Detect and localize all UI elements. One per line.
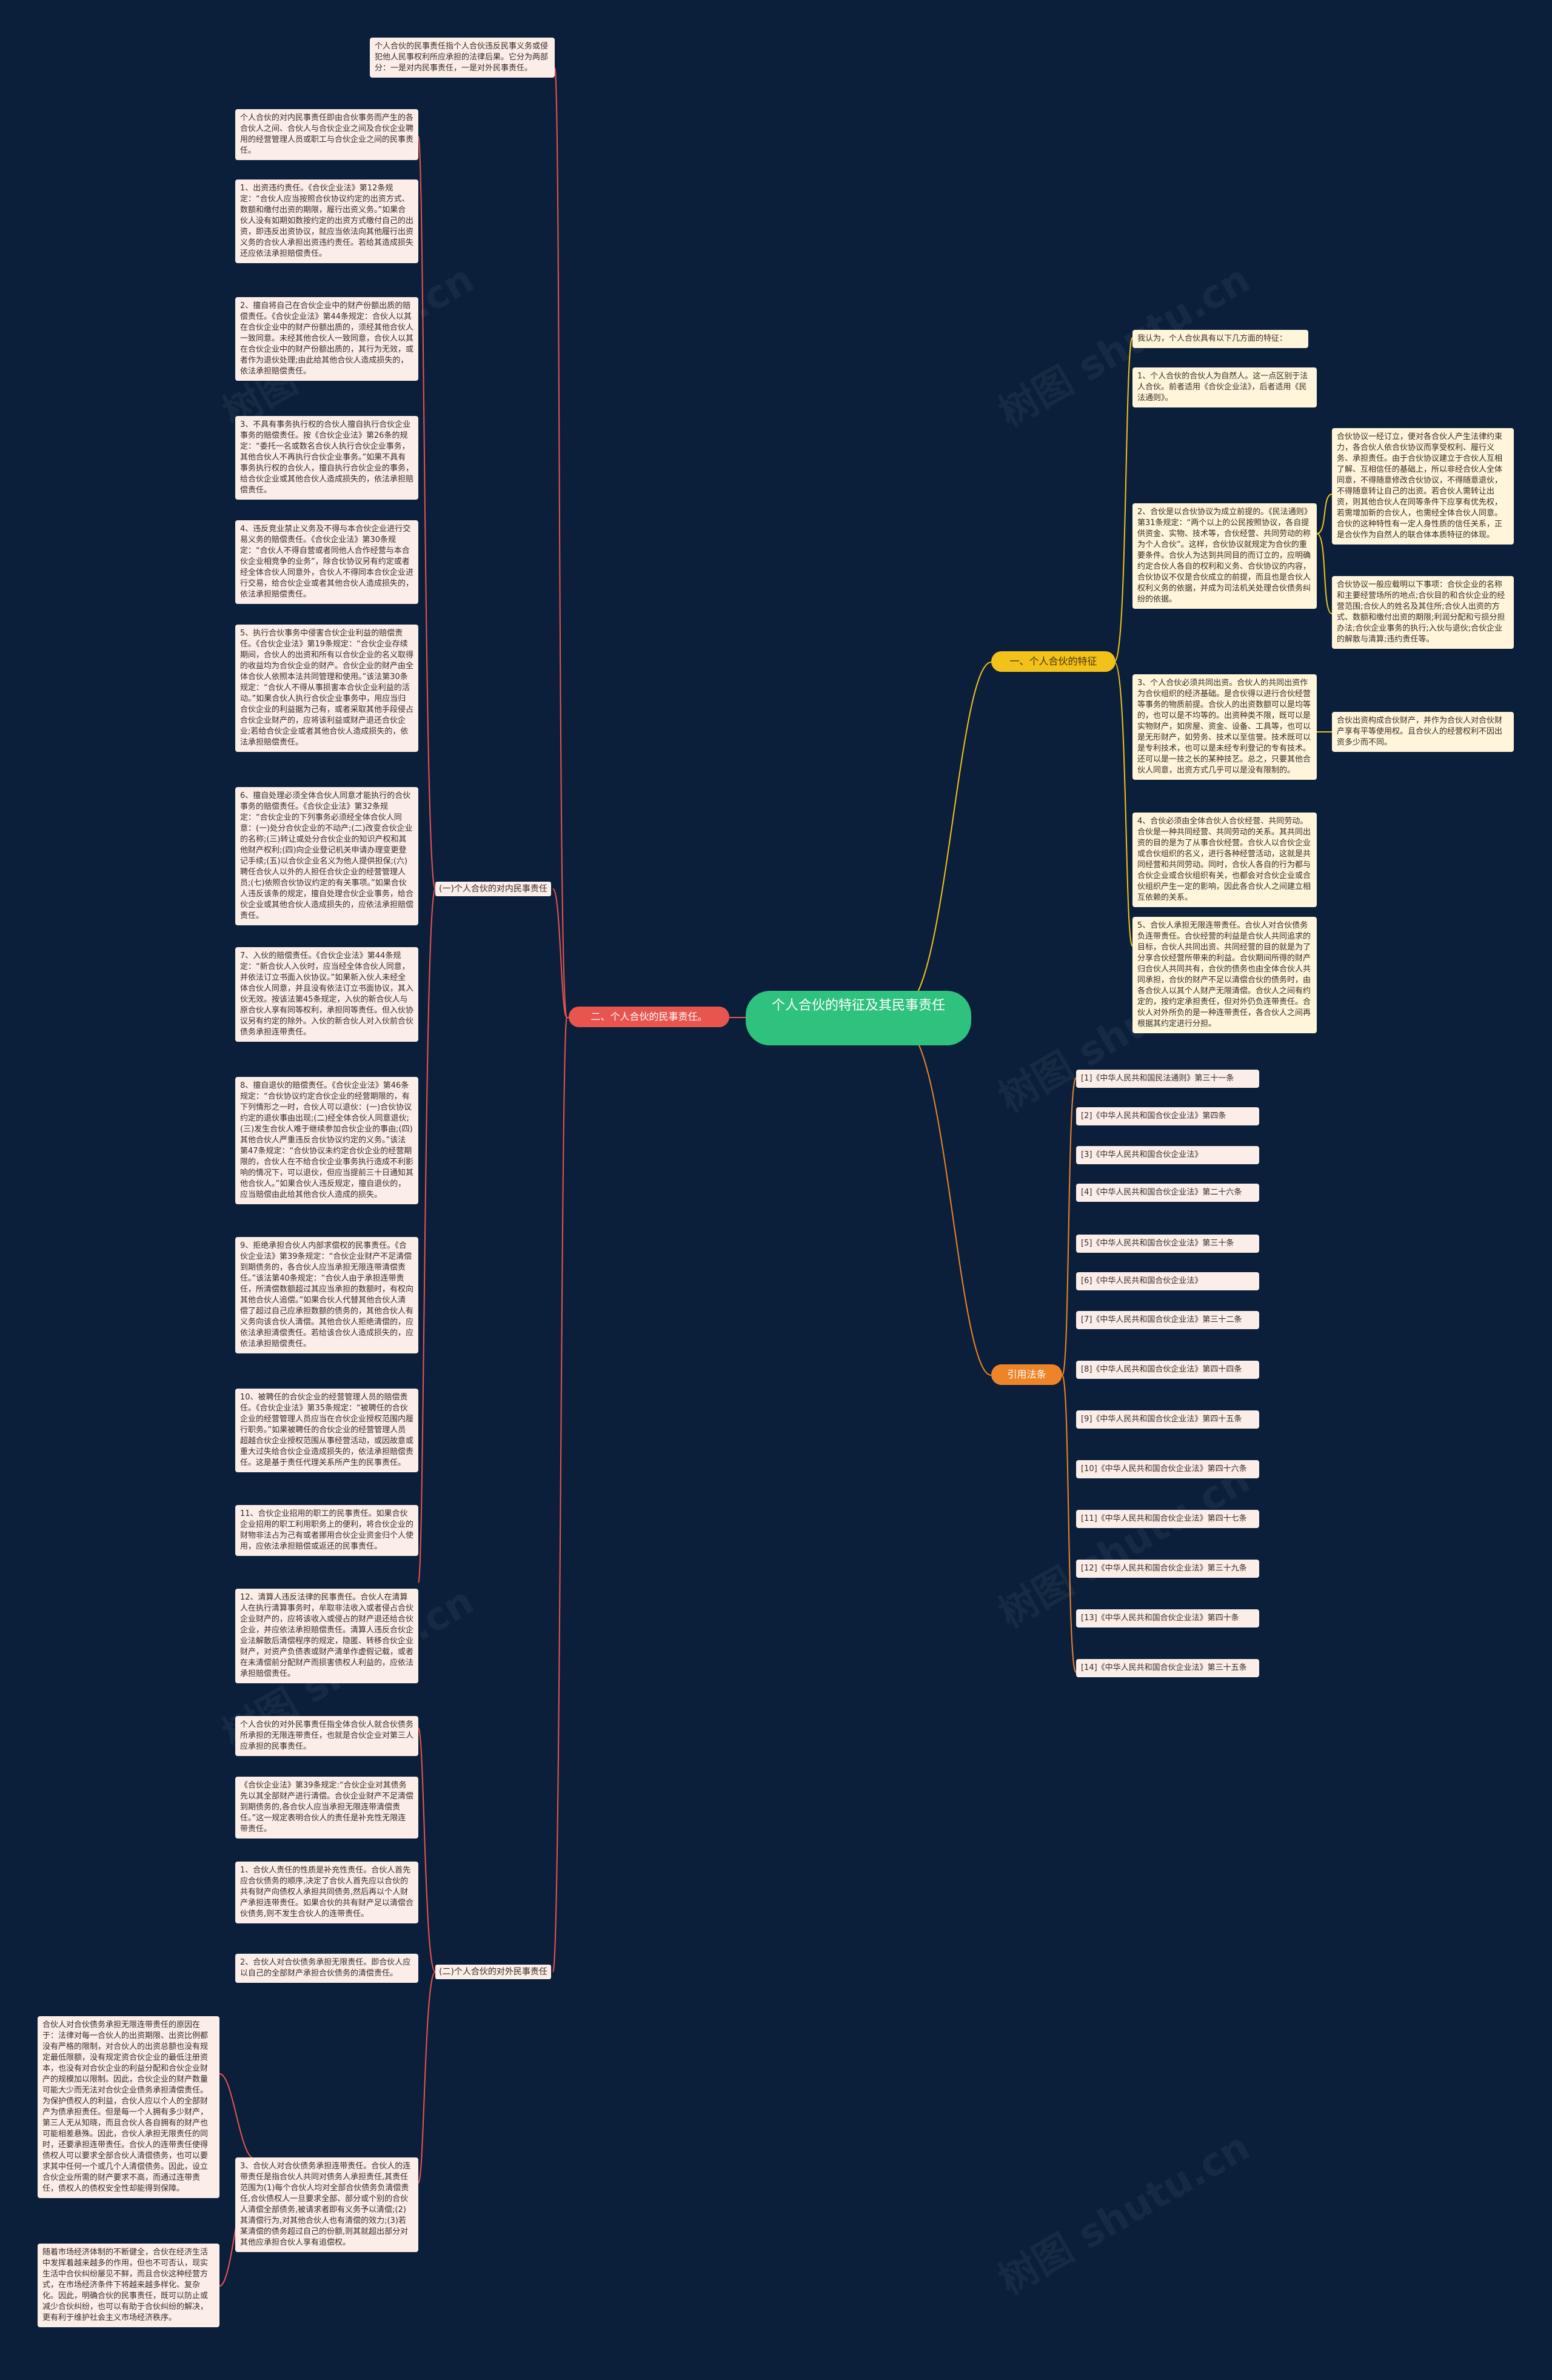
branch-features[interactable]: 一、个人合伙的特征 [991, 651, 1116, 672]
note-node[interactable]: 随着市场经济体制的不断健全，合伙在经济生活中发挥着越来越多的作用，但也不可否认，… [38, 2244, 219, 2327]
internal-item[interactable]: 9、拒绝承担合伙人内部求偿权的民事责任。《合伙企业法》第39条规定：“合伙企业财… [235, 1237, 418, 1353]
citation-item[interactable]: [12]《中华人民共和国合伙企业法》第三十九条 [1076, 1560, 1259, 1578]
feature-item[interactable]: 4、合伙必须由全体合伙人合伙经营、共同劳动。合伙是一种共同经营、共同劳动的关系。… [1132, 813, 1317, 907]
features-intro-node[interactable]: 我认为，个人合伙具有以下几方面的特征： [1132, 330, 1308, 348]
internal-item[interactable]: 个人合伙的对内民事责任即由合伙事务而产生的各合伙人之间、合伙人与合伙企业之间及合… [235, 109, 418, 160]
citation-item[interactable]: [11]《中华人民共和国合伙企业法》第四十七条 [1076, 1510, 1259, 1528]
citation-item[interactable]: [13]《中华人民共和国合伙企业法》第四十条 [1076, 1609, 1259, 1627]
external-item[interactable]: 2、合伙人对合伙债务承担无限责任。即合伙人应以自己的全部财产承担合伙债务的清偿责… [235, 1954, 418, 1983]
citation-item[interactable]: [5]《中华人民共和国合伙企业法》第三十条 [1076, 1235, 1259, 1253]
internal-item[interactable]: 1、出资违约责任。《合伙企业法》第12条规定：“合伙人应当按照合伙协议约定的出资… [235, 179, 418, 263]
feature-item[interactable]: 1、个人合伙的合伙人为自然人。这一点区别于法人合伙。前者适用《合伙企业法》，后者… [1132, 367, 1317, 407]
internal-item[interactable]: 10、被聘任的合伙企业的经营管理人员的赔偿责任。《合伙企业法》第35条规定：“被… [235, 1389, 418, 1472]
feature-item[interactable]: 3、个人合伙必须共同出资。合伙人的共同出资作为合伙组织的经济基础。是合伙得以进行… [1132, 674, 1317, 780]
internal-item[interactable]: 6、擅自处理必须全体合伙人同意才能执行的合伙事务的赔偿责任。《合伙企业法》第32… [235, 787, 418, 925]
citation-item[interactable]: [4]《中华人民共和国合伙企业法》第二十六条 [1076, 1184, 1259, 1202]
citation-item[interactable]: [7]《中华人民共和国合伙企业法》第三十二条 [1076, 1311, 1259, 1329]
branch-civil-liability[interactable]: 二、个人合伙的民事责任。 [569, 1007, 729, 1027]
liability-intro-node[interactable]: 个人合伙的民事责任指个人合伙违反民事义务或侵犯他人民事权利所应承担的法律后果。它… [370, 38, 555, 78]
citation-item[interactable]: [8]《中华人民共和国合伙企业法》第四十四条 [1076, 1361, 1259, 1379]
internal-item[interactable]: 5、执行合伙事务中侵害合伙企业利益的赔偿责任。《合伙企业法》第19条规定：“合伙… [235, 625, 418, 752]
external-item[interactable]: 3、合伙人对合伙债务承担连带责任。合伙人的连带责任是指合伙人共同对债务人承担责任… [235, 2157, 418, 2252]
internal-liability-label[interactable]: (一)个人合伙的对内民事责任 [435, 882, 551, 896]
internal-item[interactable]: 8、擅自退伙的赔偿责任。《合伙企业法》第46条规定：“合伙协议约定合伙企业的经营… [235, 1077, 418, 1204]
internal-item[interactable]: 4、违反竞业禁止义务及不得与本合伙企业进行交易义务的赔偿责任。《合伙企业法》第3… [235, 520, 418, 604]
external-item[interactable]: 个人合伙的对外民事责任指全体合伙人就合伙债务所承担的无限连带责任，也就是合伙企业… [235, 1716, 418, 1756]
citation-item[interactable]: [10]《中华人民共和国合伙企业法》第四十六条 [1076, 1460, 1259, 1478]
citation-item[interactable]: [9]《中华人民共和国合伙企业法》第四十五条 [1076, 1410, 1259, 1429]
feature-side-item[interactable]: 合伙协议一经订立，便对各合伙人产生法律约束力，各合伙人依合伙协议而享受权利、履行… [1332, 428, 1514, 545]
note-node[interactable]: 合伙人对合伙债务承担无限连带责任的原因在于：法律对每一合伙人的出资期限、出资比例… [38, 2016, 219, 2198]
feature-item[interactable]: 2、合伙是以合伙协议为成立前提的。《民法通则》第31条规定：“两个以上的公民按照… [1132, 503, 1317, 609]
branch-citations[interactable]: 引用法条 [991, 1364, 1062, 1385]
citation-item[interactable]: [3]《中华人民共和国合伙企业法》 [1076, 1146, 1259, 1164]
internal-item[interactable]: 2、擅自将自己在合伙企业中的财产份额出质的赔偿责任。《合伙企业法》第44条规定：… [235, 297, 418, 381]
external-item[interactable]: 《合伙企业法》第39条规定:“合伙企业对其债务先以其全部财产进行清偿。合伙企业财… [235, 1777, 418, 1839]
citation-item[interactable]: [1]《中华人民共和国民法通则》第三十一条 [1076, 1070, 1259, 1088]
internal-item[interactable]: 7、入伙的赔偿责任。《合伙企业法》第44条规定：“新合伙人入伙时，应当经全体合伙… [235, 947, 418, 1042]
citation-item[interactable]: [2]《中华人民共和国合伙企业法》第四条 [1076, 1107, 1259, 1125]
external-liability-label[interactable]: (二)个人合伙的对外民事责任 [435, 1965, 551, 1979]
feature-item[interactable]: 5、合伙人承担无限连带责任。合伙人对合伙债务负连带责任。合伙经营的利益是合伙人共… [1132, 917, 1317, 1033]
root-topic[interactable]: 个人合伙的特征及其民事责任 [746, 991, 971, 1045]
internal-item[interactable]: 3、不具有事务执行权的合伙人擅自执行合伙企业事务的赔偿责任。按《合伙企业法》第2… [235, 416, 418, 500]
internal-item[interactable]: 11、合伙企业招用的职工的民事责任。如果合伙企业招用的职工利用职务上的便利，将合… [235, 1505, 418, 1556]
citation-item[interactable]: [6]《中华人民共和国合伙企业法》 [1076, 1272, 1259, 1290]
citation-item[interactable]: [14]《中华人民共和国合伙企业法》第三十五条 [1076, 1659, 1259, 1677]
external-item[interactable]: 1、合伙人责任的性质是补充性责任。合伙人首先应合伙债务的顺序,决定了合伙人首先应… [235, 1862, 418, 1923]
feature-side-item[interactable]: 合伙协议一般应载明以下事项：合伙企业的名称和主要经营场所的地点;合伙目的和合伙企… [1332, 576, 1514, 649]
internal-item[interactable]: 12、清算人违反法律的民事责任。合伙人在清算人在执行清算事务时，牟取非法收入或者… [235, 1589, 418, 1683]
feature-side-item[interactable]: 合伙出资构成合伙财产，并作为合伙人对合伙财产享有平等使用权。且合伙人的经营权利不… [1332, 712, 1514, 752]
